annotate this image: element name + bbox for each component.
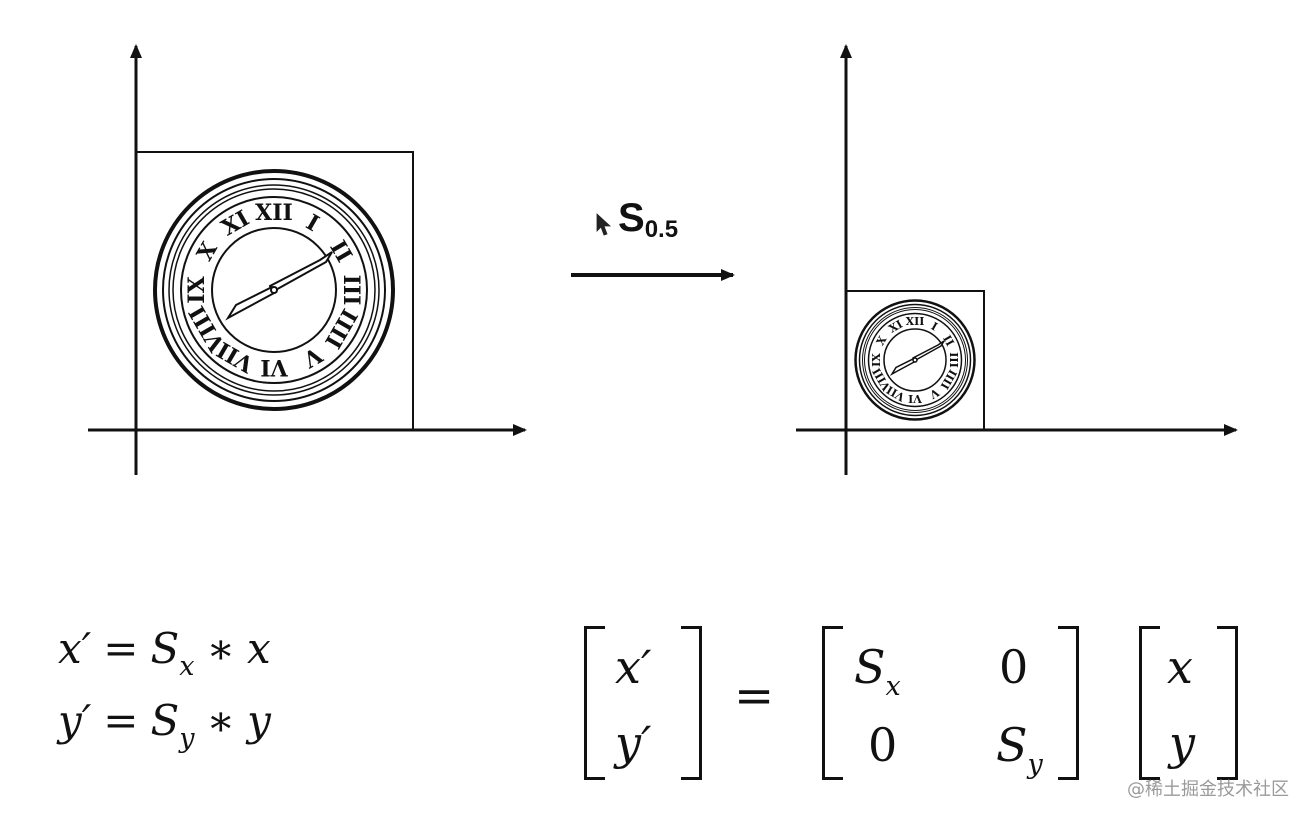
clock-numeral: VI <box>908 392 923 405</box>
clock-numeral: XII <box>906 315 925 328</box>
transform-label-main: S <box>618 196 645 240</box>
matrix-entry-11-subscript: x <box>885 671 901 702</box>
clock-numeral: IX <box>184 275 210 303</box>
clock-numeral: III <box>947 352 960 367</box>
scale-symbol: S <box>150 696 180 745</box>
clock-numeral: III <box>338 275 364 306</box>
equals-sign: = <box>103 624 139 673</box>
rhs-vector-brackets <box>1139 626 1238 780</box>
matrix-entry-11: Sx <box>854 640 901 702</box>
x-variable: x <box>247 624 271 673</box>
y-prime: y′ <box>58 696 92 745</box>
clock-numeral: XII <box>255 200 293 226</box>
right-square <box>845 290 985 431</box>
transform-label-subscript: 0.5 <box>645 216 678 243</box>
mouse-pointer-icon <box>596 213 612 236</box>
matrix-entry-22-symbol: S <box>996 718 1028 772</box>
matrix-entry-22-subscript: y <box>1027 749 1043 780</box>
rhs-x: x <box>1167 640 1193 694</box>
matrix-entry-11-symbol: S <box>854 640 886 694</box>
rhs-y: y <box>1169 716 1195 770</box>
multiply-sign: ∗ <box>206 624 235 673</box>
scale-subscript-x: x <box>179 651 195 682</box>
matrix-equals-sign: = <box>734 668 775 724</box>
x-equation: x′=Sx∗x <box>58 628 271 681</box>
watermark: @稀土掘金技术社区 <box>1127 779 1289 800</box>
matrix-entry-22: Sy <box>996 718 1043 780</box>
scale-matrix-brackets <box>822 626 1079 780</box>
y-equation: y′=Sy∗y <box>58 700 271 753</box>
equals-sign: = <box>103 696 139 745</box>
multiply-sign: ∗ <box>206 696 236 745</box>
transform-label: S0.5 <box>618 196 678 243</box>
matrix-entry-12: 0 <box>999 640 1029 694</box>
clock-numeral: VI <box>260 354 288 380</box>
lhs-x-prime: x′ <box>615 640 652 694</box>
scale-symbol: S <box>150 624 180 673</box>
left-square <box>135 151 414 431</box>
transform-arrow-group: S0.5 <box>571 196 735 281</box>
clock-numeral: XI <box>887 318 905 336</box>
x-prime: x′ <box>58 624 92 673</box>
lhs-y-prime: y′ <box>615 716 652 770</box>
matrix-entry-21: 0 <box>868 718 898 772</box>
y-variable: y <box>247 696 271 745</box>
matrix-equation: x′ y′ = Sx 0 0 Sy x y <box>584 624 1244 784</box>
clock-numeral: IX <box>870 353 883 367</box>
clock-numeral: I <box>929 320 940 334</box>
right-axes <box>796 44 1238 475</box>
lhs-vector-brackets <box>584 626 702 780</box>
scale-subscript-y: y <box>179 723 195 754</box>
